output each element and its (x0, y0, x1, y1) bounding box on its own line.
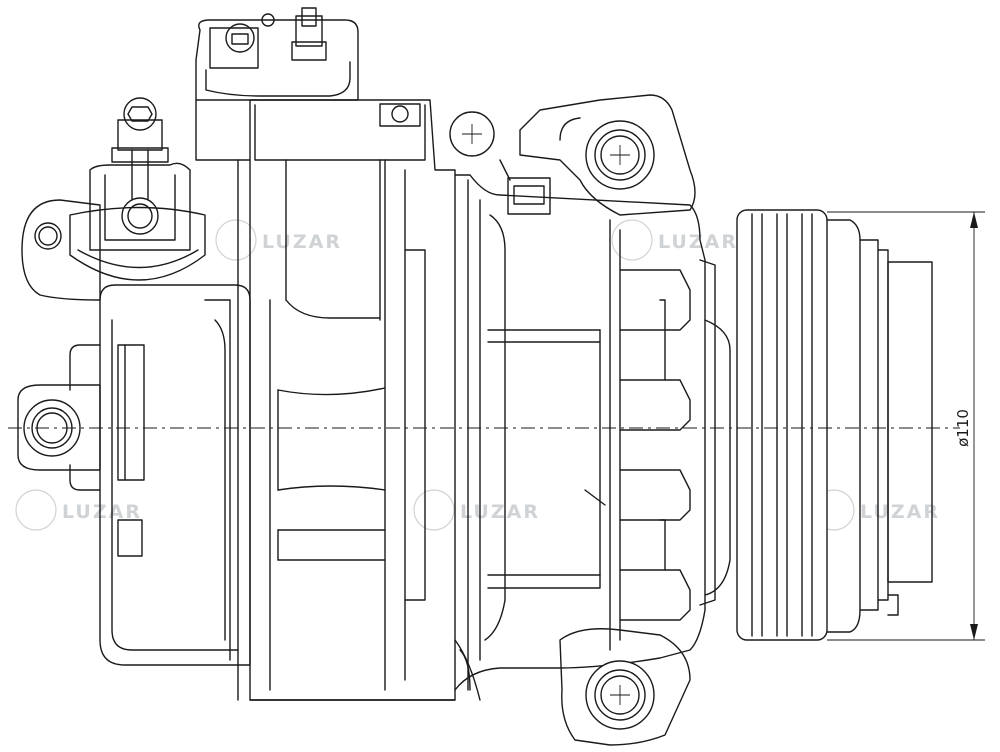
clutch-pulley (736, 209, 933, 641)
cylinder-block (237, 99, 456, 701)
svg-text:LUZAR: LUZAR (262, 231, 342, 253)
svg-text:LUZAR: LUZAR (860, 501, 940, 523)
watermarks: LUZAR LUZAR LUZAR LUZAR LUZAR (15, 219, 940, 531)
watermark-logo: LUZAR (215, 219, 342, 261)
upper-mounting-ear (449, 94, 696, 216)
left-mounting-lug (17, 384, 101, 471)
diameter-label: ø110 (954, 409, 972, 447)
upper-left-fitting (21, 97, 206, 301)
watermark-logo: LUZAR (611, 219, 738, 261)
watermark-logo: LUZAR (15, 489, 142, 531)
svg-text:LUZAR: LUZAR (658, 231, 738, 253)
svg-text:LUZAR: LUZAR (62, 501, 142, 523)
top-service-port (195, 7, 359, 161)
svg-text:LUZAR: LUZAR (460, 501, 540, 523)
front-housing (454, 174, 731, 701)
lower-mounting-ear (559, 628, 691, 746)
diameter-dimension: ø110 (827, 211, 985, 641)
watermark-logo: LUZAR (413, 489, 540, 531)
rear-housing (69, 284, 251, 666)
watermark-logo: LUZAR (813, 489, 940, 531)
